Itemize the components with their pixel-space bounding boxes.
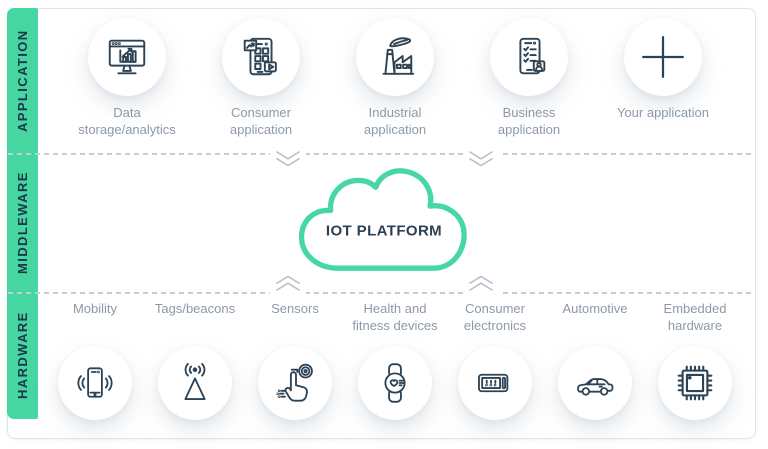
layer-label-application: APPLICATION	[15, 29, 30, 132]
hardware-items-row: Mobility Tags/beacons Sensors He	[40, 301, 750, 420]
hardware-item: Sensors	[245, 301, 345, 420]
car-icon	[573, 361, 617, 405]
item-label: Sensors	[271, 301, 319, 316]
application-middleware-divider	[8, 153, 755, 155]
hardware-item: Mobility	[45, 301, 145, 420]
item-label: Embedded hardware	[663, 301, 727, 333]
icon-circle	[356, 18, 434, 96]
item-label: Industrial application	[363, 105, 427, 137]
hardware-item: Automotive	[545, 301, 645, 420]
factory-icon	[372, 34, 418, 80]
icon-circle	[222, 18, 300, 96]
icon-circle	[490, 18, 568, 96]
cloud-icon	[298, 168, 467, 271]
hardware-item: Consumer electronics	[445, 301, 545, 420]
item-label: Automotive	[562, 301, 628, 316]
microwave-icon	[473, 361, 517, 405]
application-item: Consumer application	[194, 18, 328, 138]
item-label: Data storage/analytics	[78, 105, 176, 137]
icon-circle	[624, 18, 702, 96]
layer-label-middleware: MIDDLEWARE	[15, 171, 30, 274]
icon-circle	[458, 346, 532, 420]
plus-icon	[635, 29, 691, 85]
consumer-app-phone-icon	[238, 34, 284, 80]
item-label: Consumer application	[229, 105, 293, 137]
middleware-hardware-divider	[8, 292, 755, 294]
application-item: Industrial application	[328, 18, 462, 138]
smartwatch-icon	[373, 361, 417, 405]
chevron-up-icon	[270, 273, 306, 294]
hardware-item: Health and fitness devices	[345, 301, 445, 420]
chevron-up-icon	[463, 273, 499, 294]
icon-circle	[158, 346, 232, 420]
iot-platform-label: IOT PLATFORM	[325, 222, 443, 240]
item-label: Consumer electronics	[463, 301, 527, 333]
business-app-phone-icon	[506, 34, 552, 80]
application-item: Data storage/analytics	[60, 18, 194, 138]
icon-circle	[58, 346, 132, 420]
icon-circle	[558, 346, 632, 420]
hardware-item: Tags/beacons	[145, 301, 245, 420]
application-items-row: Data storage/analytics Consumer applicat…	[42, 18, 748, 138]
icon-circle	[658, 346, 732, 420]
icon-circle	[88, 18, 166, 96]
item-label: Your application	[616, 105, 710, 120]
chevron-down-icon	[463, 148, 499, 169]
layer-label-hardware: HARDWARE	[15, 311, 30, 400]
iot-platform-cloud: IOT PLATFORM	[287, 166, 481, 287]
icon-circle	[258, 346, 332, 420]
item-label: Business application	[497, 105, 561, 137]
item-label: Tags/beacons	[154, 301, 236, 316]
chevron-down-icon	[270, 148, 306, 169]
application-item: Your application	[596, 18, 730, 138]
hardware-item: Embedded hardware	[645, 301, 745, 420]
item-label: Mobility	[72, 301, 118, 316]
beacon-antenna-icon	[173, 361, 217, 405]
data-analytics-monitor-icon	[104, 34, 150, 80]
smartphone-vibrate-icon	[73, 361, 117, 405]
application-item: Business application	[462, 18, 596, 138]
icon-circle	[358, 346, 432, 420]
layer-sidebar	[7, 8, 38, 419]
touch-fingerprint-icon	[273, 361, 317, 405]
chip-icon	[673, 361, 717, 405]
item-label: Health and fitness devices	[352, 301, 438, 333]
